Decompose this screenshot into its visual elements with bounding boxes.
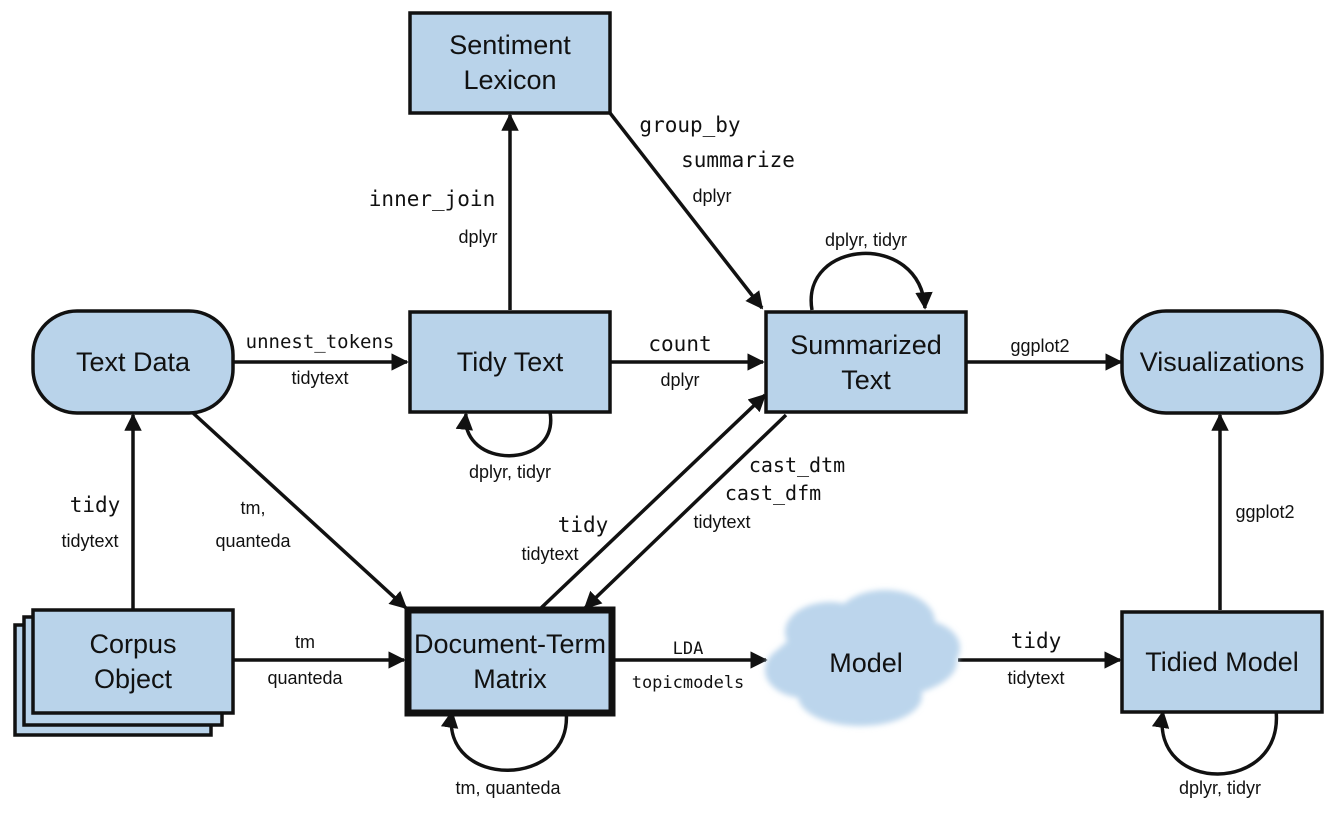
label-tidy-model: tidy bbox=[1011, 629, 1062, 653]
loop-dtm bbox=[440, 709, 568, 772]
loop-summarized bbox=[809, 251, 933, 311]
label-tidytext-cast: tidytext bbox=[693, 512, 750, 532]
sentiment-lexicon-line2: Lexicon bbox=[463, 65, 556, 95]
label-tm: tm bbox=[295, 632, 315, 652]
label-tidytext-1: tidytext bbox=[291, 368, 348, 388]
label-count: count bbox=[648, 332, 711, 356]
summarized-text-line1: Summarized bbox=[790, 330, 942, 360]
node-summarized-text: Summarized Text bbox=[764, 310, 968, 414]
edge-lexicon-to-summarized bbox=[608, 111, 764, 310]
edge-dtm-to-summarized bbox=[539, 393, 767, 610]
edge-labels: unnest_tokens tidytext inner_join dplyr … bbox=[61, 113, 1294, 798]
label-ggplot2-top: ggplot2 bbox=[1010, 336, 1069, 356]
label-group-by: group_by bbox=[639, 113, 740, 137]
summarized-text-line2: Text bbox=[841, 365, 891, 395]
label-tidytext-corpus: tidytext bbox=[61, 531, 118, 551]
label-lda: LDA bbox=[673, 639, 704, 659]
label-dplyr-summarize: dplyr bbox=[692, 186, 731, 206]
label-tidy-dtm: tidy bbox=[558, 513, 609, 537]
node-text-data: Text Data bbox=[31, 309, 235, 415]
tidy-text-label: Tidy Text bbox=[457, 347, 564, 377]
label-unnest-tokens: unnest_tokens bbox=[246, 331, 395, 353]
label-ggplot2-right: ggplot2 bbox=[1235, 502, 1294, 522]
label-tidytext-dtm: tidytext bbox=[521, 544, 578, 564]
label-inner-join: inner_join bbox=[369, 187, 495, 211]
edge-textdata-to-dtm bbox=[191, 411, 408, 610]
label-summarize: summarize bbox=[681, 148, 795, 172]
node-document-term-matrix: Document-Term Matrix bbox=[404, 606, 616, 717]
node-visualizations: Visualizations bbox=[1120, 309, 1324, 415]
node-tidied-model: Tidied Model bbox=[1120, 610, 1324, 714]
node-tidy-text: Tidy Text bbox=[408, 310, 612, 414]
dtm-line1: Document-Term bbox=[414, 629, 606, 659]
text-data-label: Text Data bbox=[76, 347, 191, 377]
sentiment-lexicon-line1: Sentiment bbox=[449, 30, 571, 60]
label-cast-dtm: cast_dtm bbox=[749, 453, 845, 477]
loop-tidy-text bbox=[455, 411, 553, 458]
label-dtm-loop: tm, quanteda bbox=[455, 778, 561, 798]
label-summarized-loop: dplyr, tidyr bbox=[825, 230, 907, 250]
label-cast-dfm: cast_dfm bbox=[725, 481, 821, 505]
model-label: Model bbox=[829, 648, 903, 678]
label-quanteda-2: quanteda bbox=[267, 668, 343, 688]
corpus-object-line2: Object bbox=[94, 664, 173, 694]
label-dplyr-count: dplyr bbox=[660, 370, 699, 390]
tidied-model-label: Tidied Model bbox=[1145, 647, 1299, 677]
dtm-line2: Matrix bbox=[473, 664, 547, 694]
node-corpus-object: Corpus Object bbox=[13, 608, 235, 737]
loop-tidied-model bbox=[1151, 709, 1278, 776]
edge-summarized-to-dtm bbox=[583, 413, 788, 610]
label-topicmodels: topicmodels bbox=[632, 673, 745, 693]
corpus-object-line1: Corpus bbox=[89, 629, 176, 659]
node-model: Model bbox=[765, 590, 960, 726]
label-tidytext-model: tidytext bbox=[1007, 668, 1064, 688]
label-tidy-corpus: tidy bbox=[70, 493, 121, 517]
label-dplyr-inner-join: dplyr bbox=[458, 227, 497, 247]
edges bbox=[124, 111, 1278, 776]
label-tm-comma: tm, bbox=[241, 498, 266, 518]
label-tidy-loop: dplyr, tidyr bbox=[469, 462, 551, 482]
label-quanteda-1: quanteda bbox=[215, 531, 291, 551]
visualizations-label: Visualizations bbox=[1140, 347, 1305, 377]
label-tidied-loop: dplyr, tidyr bbox=[1179, 778, 1261, 798]
node-sentiment-lexicon: Sentiment Lexicon bbox=[408, 11, 612, 115]
